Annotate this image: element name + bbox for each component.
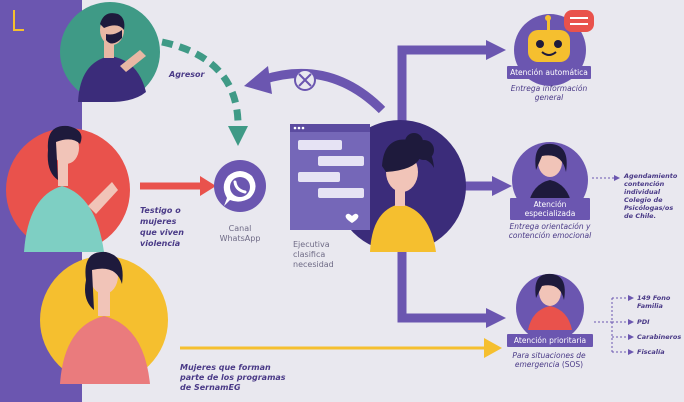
arrow-agresor-dashed [161, 38, 242, 123]
box-atencion-especializada: Atención especializada [510, 198, 590, 220]
testigo-figure [6, 125, 130, 252]
box-atencion-prioritaria: Atención prioritaria [507, 334, 593, 347]
emergency-pdi: PDI [637, 318, 650, 326]
arrow-blocked-arc [260, 69, 386, 114]
label-ejecutiva: Ejecutiva clasifica necesidad [293, 240, 334, 269]
label-mujeres: Mujeres que forman parte de los programa… [180, 363, 286, 392]
agresor-figure [60, 2, 160, 102]
box-atencion-automatica: Atención automática [507, 66, 591, 79]
emergency-fono: 149 Fono Familia [637, 294, 671, 310]
emergency-carabineros: Carabineros [637, 333, 682, 341]
band-bracket [13, 10, 24, 31]
label-agresor: Agresor [169, 70, 205, 79]
emergency-fiscalia: Fiscalía [637, 348, 665, 356]
box-prioritaria-desc: Para situaciones de emergencia (SOS) [512, 351, 586, 369]
box-especializada-desc: Entrega orientación y contención emocion… [508, 222, 592, 240]
chat-panel-icon [290, 124, 370, 230]
prioritaria-figure [516, 273, 584, 342]
box-automatica-desc: Entrega información general [510, 84, 588, 102]
executive-person [370, 204, 436, 252]
emergency-connectors [594, 297, 628, 353]
label-canal: Canal WhatsApp [219, 224, 261, 243]
mujeres-figure [40, 251, 168, 384]
agendamiento-note: Agendamiento contención individual Coleg… [624, 172, 678, 220]
label-testigo: Testigo o mujeres que viven violencia [140, 206, 184, 248]
